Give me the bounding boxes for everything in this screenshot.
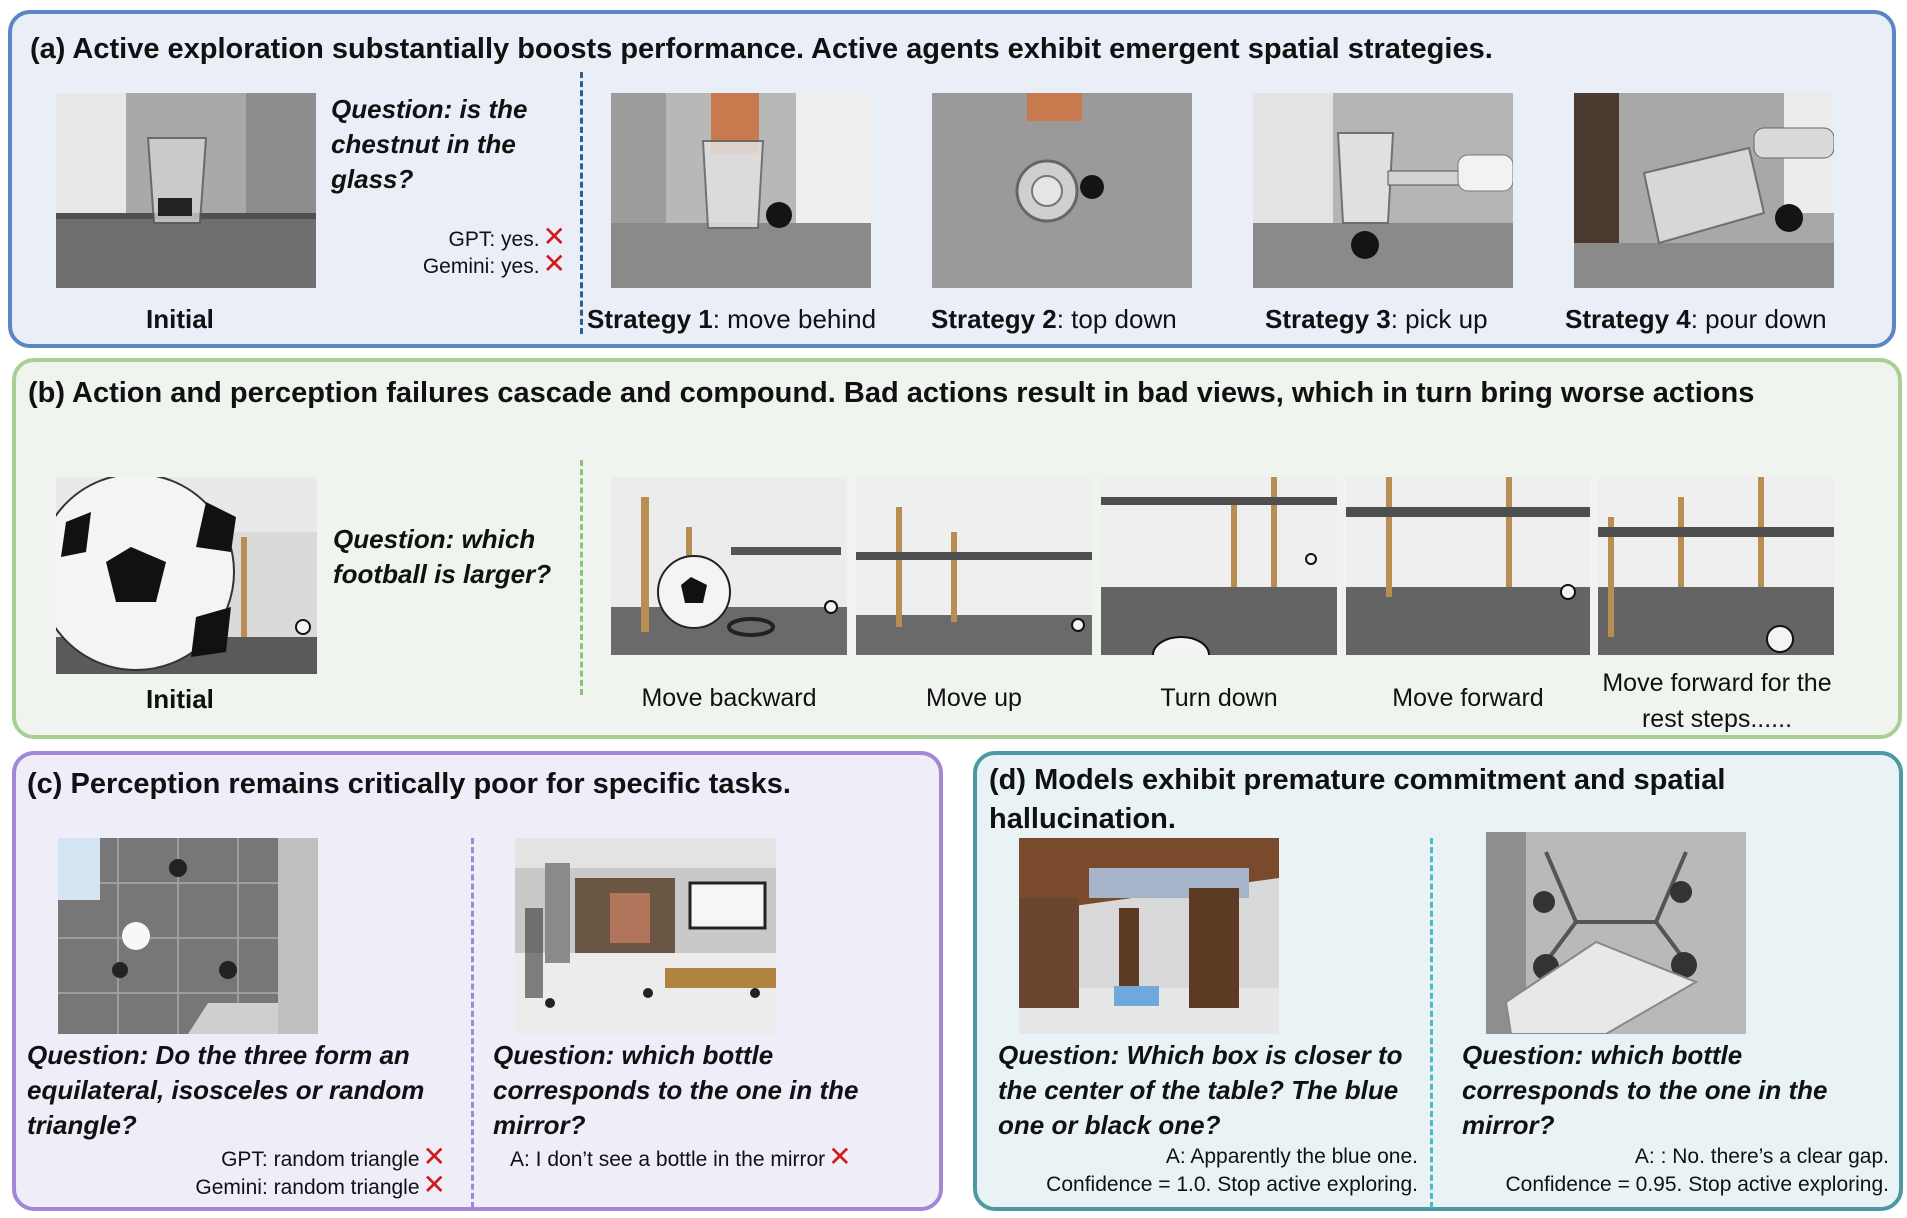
panel-c-left-question: Question: Do the three form an equilater… [27,1040,425,1140]
football-initial-photo [56,477,317,674]
strategy-1-label: Strategy 1: move behind [587,304,876,335]
caption-move-backward: Move backward [641,684,817,712]
panel-c-divider [471,838,474,1208]
mirror-room-photo [515,838,776,1034]
strategy-2-rest: : top down [1056,304,1177,334]
move-forward-photo [1346,477,1590,655]
panel-a-answer-gpt: GPT: yes.✕ [449,223,567,254]
strategy-3-bold: Strategy 3 [1265,304,1391,334]
cross-icon: ✕ [542,248,566,279]
cross-icon: ✕ [422,1141,446,1172]
strategy-4-photo [1574,93,1834,288]
panel-c-answer-gpt: GPT: random triangle✕ [221,1143,446,1174]
answer-text: GPT: random triangle [221,1148,420,1171]
strategy-1-photo [611,93,871,288]
turn-down-photo [1101,477,1337,655]
panel-d-right-answer-line-2: Confidence = 0.95. Stop active exploring… [1505,1173,1890,1196]
table-boxes-photo [1019,838,1279,1034]
panel-b-divider [580,460,583,695]
strategy-2-label: Strategy 2: top down [931,304,1177,335]
panel-b-question: Question: which football is larger? [333,524,552,589]
cross-icon: ✕ [828,1141,852,1172]
panel-a-divider [580,72,583,334]
caption-move-forward: Move forward [1392,684,1544,712]
caption-move-forward-rest: Move forward for the rest steps...... [1602,669,1832,733]
cross-icon: ✕ [422,1169,446,1200]
panel-c-answer-gemini: Gemini: random triangle✕ [195,1171,446,1202]
tiles-topdown-photo [58,838,318,1034]
panel-d-divider [1430,838,1433,1208]
panel-d-left-answer-line-2: Confidence = 1.0. Stop active exploring. [1046,1173,1418,1196]
strategy-4-label: Strategy 4: pour down [1565,304,1827,335]
strategy-2-bold: Strategy 2 [931,304,1057,334]
strategy-3-rest: : pick up [1390,304,1488,334]
panel-d-left-question: Question: Which box is closer to the cen… [998,1040,1403,1140]
strategy-4-rest: : pour down [1690,304,1827,334]
answer-text: Gemini: yes. [422,255,540,278]
panel-b-title: (b) Action and perception failures casca… [28,377,1755,409]
panel-c-title-text: (c) Perception remains critically poor f… [27,768,791,800]
panel-a-question: Question: is the chestnut in the glass? [331,94,528,194]
panel-a-title: (a) Active exploration substantially boo… [30,33,1493,65]
panel-d-right-question: Question: which bottle corresponds to th… [1462,1040,1828,1140]
panel-d-left-answer-line-1: A: Apparently the blue one. [1165,1145,1418,1168]
glass-initial-photo [56,93,316,288]
panel-b-initial-label: Initial [146,684,214,714]
panel-c-right-question: Question: which bottle corresponds to th… [493,1040,859,1140]
strategy-3-label: Strategy 3: pick up [1265,304,1488,335]
answer-text: A: I don’t see a bottle in the mirror [510,1148,826,1171]
panel-c-right-answer: A: I don’t see a bottle in the mirror✕ [510,1143,852,1174]
caption-move-up: Move up [926,684,1022,712]
panel-d-right-answer-line-1: A: : No. there’s a clear gap. [1634,1145,1889,1168]
panel-a-initial-label: Initial [146,304,214,334]
move-forward-rest-photo [1598,477,1834,655]
cross-icon: ✕ [542,221,566,252]
answer-text: Gemini: random triangle [195,1176,420,1199]
strategy-2-photo [932,93,1192,288]
move-backward-photo [611,477,847,655]
caption-turn-down: Turn down [1160,684,1278,712]
move-up-photo [856,477,1092,655]
strategy-3-photo [1253,93,1513,288]
strategy-4-bold: Strategy 4 [1565,304,1691,334]
panel-a-answer-gemini: Gemini: yes.✕ [423,250,566,281]
strategy-1-bold: Strategy 1 [587,304,713,334]
stroller-photo [1486,832,1746,1034]
panel-d-title: (d) Models exhibit premature commitment … [989,764,1726,835]
answer-text: GPT: yes. [448,228,540,251]
strategy-1-rest: : move behind [712,304,877,334]
